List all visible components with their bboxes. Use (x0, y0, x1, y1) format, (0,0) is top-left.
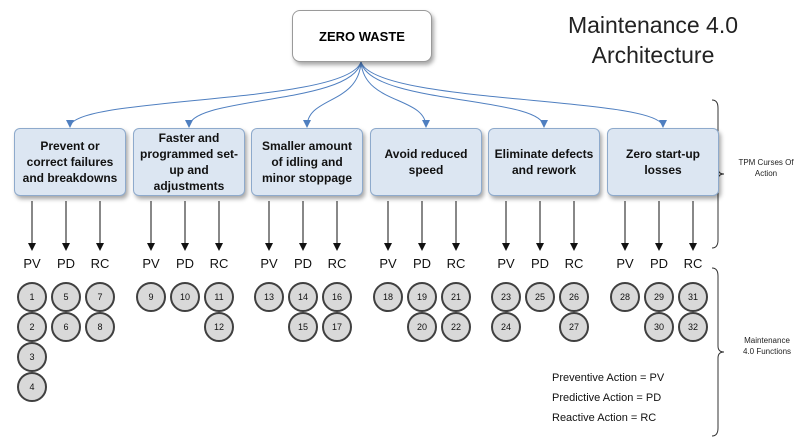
column-label-pd: PD (175, 256, 195, 271)
function-circle: 23 (491, 282, 521, 312)
function-circle: 13 (254, 282, 284, 312)
diagram-title: Maintenance 4.0 Architecture (548, 10, 758, 70)
function-circle: 22 (441, 312, 471, 342)
function-circle: 5 (51, 282, 81, 312)
tpm-brace (711, 99, 725, 249)
function-circle: 19 (407, 282, 437, 312)
function-circle: 3 (17, 342, 47, 372)
function-circle: 8 (85, 312, 115, 342)
function-circle: 17 (322, 312, 352, 342)
category-box: Zero start-up losses (607, 128, 719, 196)
column-label-rc: RC (683, 256, 703, 271)
function-circle: 16 (322, 282, 352, 312)
function-circle: 28 (610, 282, 640, 312)
function-circle: 21 (441, 282, 471, 312)
column-label-pv: PV (379, 256, 397, 271)
root-to-category-arrow (360, 61, 548, 128)
column-label-rc: RC (446, 256, 466, 271)
category-label: Smaller amount of idling and minor stopp… (261, 139, 353, 185)
legend-rc: Reactive Action = RC (552, 412, 657, 424)
column-label-rc: RC (90, 256, 110, 271)
function-circle: 30 (644, 312, 674, 342)
column-label-pd: PD (649, 256, 669, 271)
column-label-pd: PD (412, 256, 432, 271)
category-label: Zero start-up losses (625, 147, 700, 177)
function-circle: 14 (288, 282, 318, 312)
category-label: Avoid reduced speed (384, 147, 468, 177)
column-label-rc: RC (564, 256, 584, 271)
function-circle: 20 (407, 312, 437, 342)
category-box: Avoid reduced speed (370, 128, 482, 196)
function-circle: 2 (17, 312, 47, 342)
function-circle: 4 (17, 372, 47, 402)
category-box: Faster and programmed set-up and adjustm… (133, 128, 245, 196)
column-label-pv: PV (616, 256, 634, 271)
function-circle: 25 (525, 282, 555, 312)
maintenance-side-label: Maintenance 4.0 Functions (742, 336, 792, 356)
column-label-rc: RC (209, 256, 229, 271)
column-label-pv: PV (23, 256, 41, 271)
function-circle: 1 (17, 282, 47, 312)
root-node-zero-waste: ZERO WASTE (292, 10, 432, 62)
function-circle: 9 (136, 282, 166, 312)
root-to-category-arrow (303, 61, 362, 128)
category-label: Prevent or correct failures and breakdow… (22, 139, 118, 185)
category-box: Eliminate defects and rework (488, 128, 600, 196)
function-circle: 6 (51, 312, 81, 342)
function-circle: 12 (204, 312, 234, 342)
root-to-category-arrow (360, 61, 430, 128)
column-label-pd: PD (56, 256, 76, 271)
column-label-pv: PV (260, 256, 278, 271)
legend-pd: Predictive Action = PD (552, 392, 662, 404)
column-label-pv: PV (497, 256, 515, 271)
category-box: Smaller amount of idling and minor stopp… (251, 128, 363, 196)
function-circle: 10 (170, 282, 200, 312)
column-label-pd: PD (293, 256, 313, 271)
column-label-pd: PD (530, 256, 550, 271)
column-label-rc: RC (327, 256, 347, 271)
function-circle: 31 (678, 282, 708, 312)
category-label: Eliminate defects and rework (494, 147, 594, 177)
legend-pv: Preventive Action = PV (552, 372, 665, 384)
maintenance-brace (711, 267, 725, 437)
function-circle: 7 (85, 282, 115, 312)
tpm-side-label: TPM Curses Of Action (738, 158, 794, 178)
function-circle: 18 (373, 282, 403, 312)
function-circle: 24 (491, 312, 521, 342)
category-box: Prevent or correct failures and breakdow… (14, 128, 126, 196)
root-to-category-arrow (360, 61, 667, 128)
function-circle: 29 (644, 282, 674, 312)
column-label-pv: PV (142, 256, 160, 271)
title-text: Maintenance 4.0 Architecture (567, 12, 739, 68)
function-circle: 15 (288, 312, 318, 342)
root-to-category-arrow (185, 61, 362, 128)
root-to-category-arrow (66, 61, 362, 128)
function-circle: 11 (204, 282, 234, 312)
function-circle: 27 (559, 312, 589, 342)
category-label: Faster and programmed set-up and adjustm… (139, 131, 239, 193)
function-circle: 26 (559, 282, 589, 312)
function-circle: 32 (678, 312, 708, 342)
